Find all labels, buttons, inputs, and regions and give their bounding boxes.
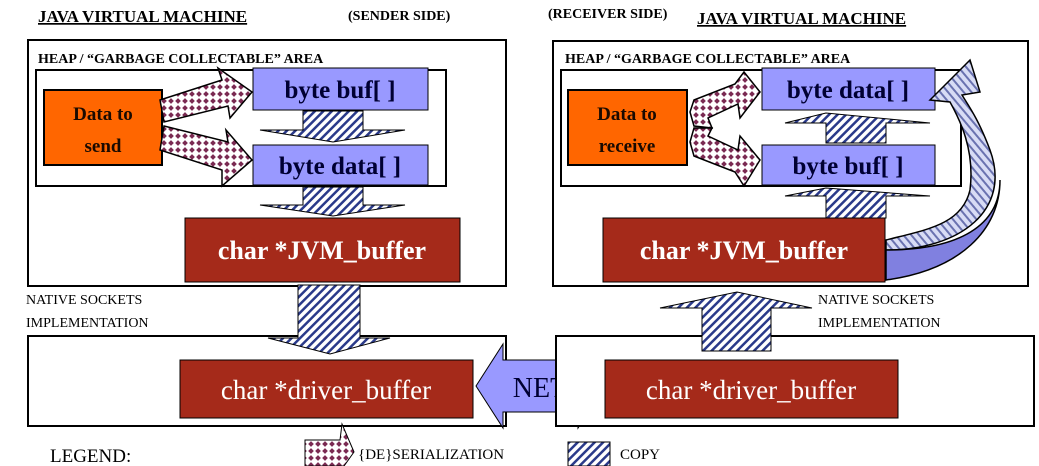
receiver-native-label-2: IMPLEMENTATION: [818, 316, 941, 331]
curved-arrow-base: [885, 179, 1001, 281]
sender-byte-buf-label: byte buf[ ]: [284, 77, 395, 104]
receiver-byte-buf: [761, 144, 936, 186]
legend: LEGEND: {DE}SERIALIZATION COPY: [50, 422, 660, 466]
receiver-jvm: (RECEIVER SIDE) JAVA VIRTUAL MACHINE HEA…: [548, 7, 1035, 427]
sender-byte-data: [252, 144, 429, 186]
sender-data-label-2: send: [85, 136, 122, 157]
receiver-byte-data-label: byte data[ ]: [787, 77, 909, 104]
deserialization-arrow-from-data: [689, 70, 761, 129]
sender-side-label: (SENDER SIDE): [348, 9, 451, 24]
receiver-data-label-1: Data to: [597, 104, 657, 125]
legend-copy-swatch-icon: [567, 441, 611, 466]
sender-byte-buf: [252, 67, 429, 111]
receiver-driver-buffer-label: char *driver_buffer: [646, 375, 856, 405]
receiver-data-label-2: receive: [599, 136, 656, 157]
receiver-jvm-buffer: [602, 217, 886, 283]
receiver-heap-label: HEAP / “GARBAGE COLLECTABLE” AREA: [565, 52, 851, 67]
receiver-driver-buffer: [604, 359, 899, 419]
sender-jvm: JAVA VIRTUAL MACHINE (SENDER SIDE) HEAP …: [26, 7, 507, 427]
serialization-arrow-to-data: [159, 125, 254, 188]
copy-arrow-data-to-jvm: [259, 186, 406, 217]
receiver-jvm-title: JAVA VIRTUAL MACHINE: [697, 9, 906, 28]
serialization-arrow-to-buf: [159, 66, 254, 123]
sender-driver-buffer: [179, 359, 474, 419]
sender-data-box: [43, 89, 163, 166]
copy-arrow-buf-to-data: [259, 110, 406, 143]
sender-byte-data-label: byte data[ ]: [279, 153, 401, 180]
receiver-byte-buf-label: byte buf[ ]: [792, 153, 903, 180]
receiver-data-box: [567, 89, 688, 166]
sender-data-label-1: Data to: [73, 104, 133, 125]
sender-native-label-2: IMPLEMENTATION: [26, 316, 149, 331]
receiver-native-label-1: NATIVE SOCKETS: [818, 293, 934, 308]
copy-arrow-jvm-to-data-curved: [885, 58, 996, 251]
sender-driver-buffer-label: char *driver_buffer: [221, 375, 431, 405]
legend-serialization-label: {DE}SERIALIZATION: [358, 447, 504, 463]
receiver-jvm-buffer-label: char *JVM_buffer: [640, 236, 848, 265]
copy-arrow-jvm-to-driver: [267, 284, 391, 355]
legend-title: LEGEND:: [50, 446, 131, 466]
legend-serialization-swatch-icon: [304, 422, 355, 466]
copy-arrow-driver-to-jvm: [659, 291, 813, 352]
sender-jvm-buffer-label: char *JVM_buffer: [218, 236, 426, 265]
deserialization-arrow-from-buf: [689, 127, 761, 188]
sender-jvm-buffer: [184, 217, 461, 283]
receiver-side-label: (RECEIVER SIDE): [548, 7, 668, 22]
copy-arrow-buf-to-data-receiver: [784, 112, 931, 144]
sender-jvm-title: JAVA VIRTUAL MACHINE: [38, 7, 247, 26]
sender-heap-label: HEAP / “GARBAGE COLLECTABLE” AREA: [38, 52, 324, 67]
legend-copy-label: COPY: [620, 447, 660, 463]
receiver-byte-data: [761, 67, 936, 111]
sender-native-label-1: NATIVE SOCKETS: [26, 293, 142, 308]
